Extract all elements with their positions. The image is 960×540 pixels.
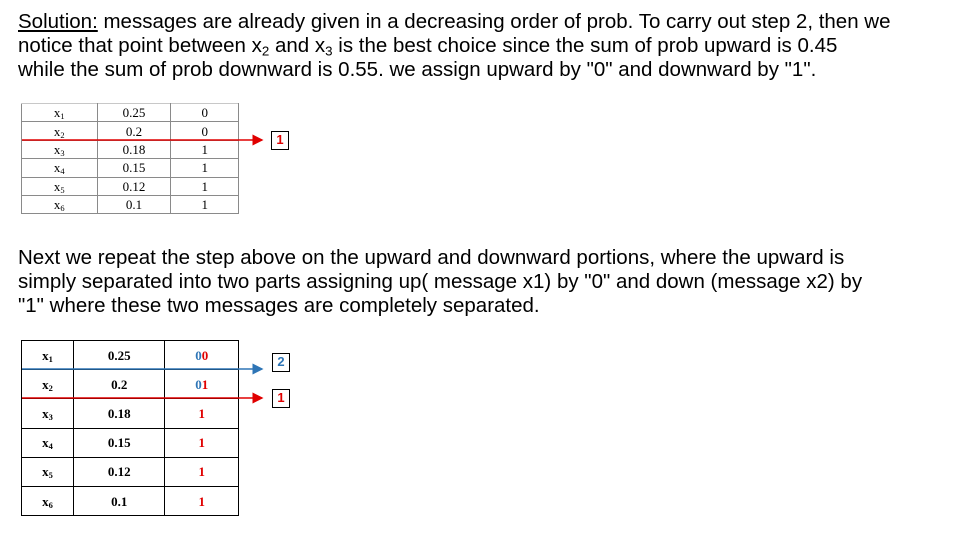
code-second-digit: 0: [201, 347, 209, 363]
subscript-3: 3: [325, 43, 333, 59]
split-marker-3: 1: [272, 389, 290, 408]
probability-cell: 0.18: [73, 398, 166, 429]
message-symbol: x1: [20, 339, 75, 371]
probability-cell: 0.2: [73, 369, 166, 400]
symbol-subscript: 2: [48, 382, 53, 393]
next-step-line-1: Next we repeat the step above on the upw…: [18, 246, 845, 269]
symbol-letter: x: [42, 464, 49, 480]
solution-line-2-a: notice that point between x: [18, 34, 262, 57]
code-cell: 1: [170, 194, 239, 215]
symbol-subscript: 5: [48, 470, 53, 481]
symbol-subscript: 6: [48, 499, 53, 510]
code-cell: 1: [164, 398, 239, 429]
symbol-letter: x: [42, 435, 49, 451]
probability-cell: 0.1: [73, 485, 166, 517]
symbol-subscript: 5: [60, 184, 65, 195]
solution-line-2: notice that point between x2 and x3 is t…: [18, 34, 948, 58]
symbol-subscript: 1: [60, 111, 65, 122]
message-symbol: x5: [20, 456, 75, 487]
split-marker-2: 2: [272, 353, 290, 372]
symbol-subscript: 3: [60, 148, 65, 159]
code-cell: 1: [170, 158, 239, 178]
symbol-letter: x: [42, 493, 49, 509]
solution-paragraph: Solution: messages are already given in …: [18, 10, 948, 82]
message-symbol: x3: [21, 139, 98, 160]
message-symbol: x4: [20, 427, 75, 458]
code-cell: 1: [164, 485, 239, 517]
probability-cell: 0.15: [73, 427, 166, 458]
solution-line-2-b: and x: [269, 34, 326, 57]
code-cell: 0: [170, 121, 239, 141]
message-symbol: x1: [21, 102, 98, 123]
message-symbol: x4: [21, 158, 98, 178]
symbol-letter: x: [42, 376, 49, 392]
message-symbol: x2: [20, 369, 75, 400]
message-symbol: x6: [20, 485, 75, 517]
probability-cell: 0.18: [96, 139, 172, 160]
code-cell: 1: [164, 427, 239, 458]
code-cell: 01: [164, 369, 239, 400]
message-symbol: x2: [21, 121, 98, 141]
code-second-digit: 1: [201, 376, 209, 392]
code-first-digit: 0: [195, 376, 202, 392]
subscript-2: 2: [261, 43, 270, 59]
symbol-subscript: 2: [60, 129, 65, 140]
probability-cell: 0.12: [96, 176, 172, 196]
next-step-line-2: simply separated into two parts assignin…: [18, 270, 863, 293]
solution-line-2-c: is the best choice since the sum of prob…: [332, 34, 838, 57]
probability-cell: 0.25: [96, 102, 172, 123]
symbol-letter: x: [53, 178, 61, 194]
code-cell: 0: [170, 102, 239, 123]
symbol-letter: x: [53, 105, 61, 121]
message-symbol: x3: [20, 398, 75, 429]
probability-cell: 0.1: [96, 194, 172, 215]
next-step-paragraph: Next we repeat the step above on the upw…: [18, 246, 948, 318]
probability-cell: 0.12: [73, 456, 166, 487]
code-first-digit: 0: [195, 347, 202, 363]
probability-cell: 0.25: [73, 339, 166, 371]
symbol-letter: x: [53, 197, 61, 213]
symbol-subscript: 4: [60, 166, 65, 177]
code-cell: 1: [164, 456, 239, 487]
code-cell: 1: [170, 176, 239, 196]
message-symbol: x6: [21, 194, 98, 215]
code-cell: 00: [164, 339, 239, 371]
probability-cell: 0.15: [96, 158, 172, 178]
solution-label: Solution:: [18, 10, 98, 33]
symbol-letter: x: [53, 160, 61, 176]
symbol-letter: x: [42, 347, 49, 363]
symbol-letter: x: [42, 405, 49, 421]
code-cell: 1: [170, 139, 239, 160]
solution-line-3: while the sum of prob downward is 0.55. …: [18, 58, 817, 81]
symbol-subscript: 3: [48, 412, 53, 423]
symbol-letter: x: [53, 123, 61, 139]
next-step-line-3: "1" where these two messages are complet…: [18, 294, 540, 317]
split-marker-1: 1: [271, 131, 289, 150]
symbol-subscript: 6: [60, 203, 65, 214]
solution-line-1: Solution: messages are already given in …: [18, 10, 948, 34]
probability-cell: 0.2: [96, 121, 172, 141]
symbol-subscript: 4: [48, 441, 53, 452]
solution-line-1-text: messages are already given in a decreasi…: [97, 10, 891, 33]
message-symbol: x5: [21, 176, 98, 196]
symbol-subscript: 1: [48, 353, 53, 364]
symbol-letter: x: [53, 141, 61, 157]
